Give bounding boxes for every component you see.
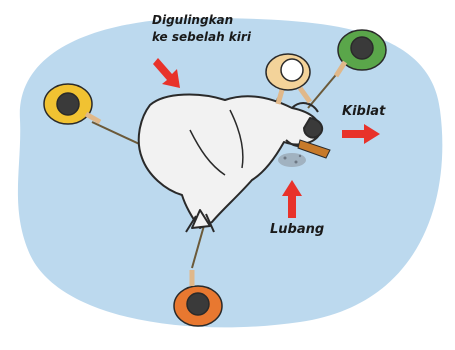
label-rolled-line1: Digulingkan (152, 13, 233, 27)
label-qibla: Kiblat (342, 104, 385, 119)
label-rolled-line2: ke sebelah kiri (152, 30, 251, 44)
label-hole: Lubang (270, 222, 324, 237)
hole-icon (278, 153, 306, 167)
